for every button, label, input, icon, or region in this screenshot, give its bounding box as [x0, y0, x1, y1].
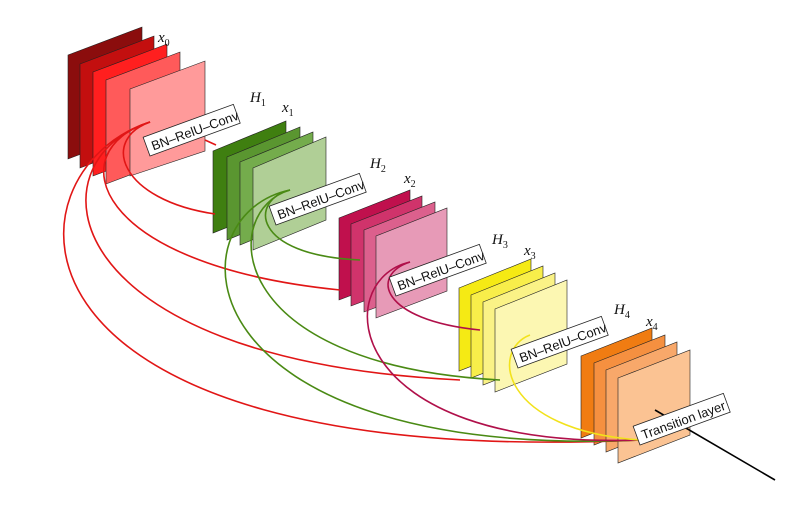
connection-x2-to-h3: [387, 261, 481, 331]
h4-label: H4: [613, 302, 630, 321]
connection-x1-to-h3: [250, 189, 501, 381]
connection-x0-to-h1-link: [204, 139, 217, 146]
connections-from-x2: [366, 261, 641, 442]
connections-from-x3: [508, 334, 641, 441]
x3-label: x3: [523, 243, 536, 262]
connection-x0-to-h2: [102, 121, 341, 291]
block-x2: [338, 189, 448, 319]
connection-x0-to-h4: [63, 121, 641, 443]
x1-label: x1: [281, 100, 294, 119]
x4-label: x4: [645, 314, 658, 333]
block-x0: [67, 26, 206, 185]
block-x1: [212, 120, 327, 251]
feature-map-x3-4: [494, 279, 568, 393]
connection-x1-to-h4: [224, 189, 641, 442]
h1-label: H1: [249, 90, 266, 109]
block-x3: [458, 258, 568, 393]
h2-label: H2: [369, 156, 386, 175]
connection-x3-to-h4: [508, 334, 641, 441]
connection-x0-to-h3: [85, 121, 461, 381]
block-x4: [580, 327, 691, 464]
connections-from-x0: [63, 121, 641, 443]
x0-label: x0: [157, 30, 170, 49]
feature-map-x1-4: [252, 136, 327, 251]
connections-from-x1: [224, 189, 641, 442]
x2-label: x2: [403, 171, 416, 190]
connection-x0-to-h1: [122, 121, 216, 215]
h3-label: H3: [491, 232, 508, 251]
connection-x2-to-h4: [366, 261, 641, 442]
